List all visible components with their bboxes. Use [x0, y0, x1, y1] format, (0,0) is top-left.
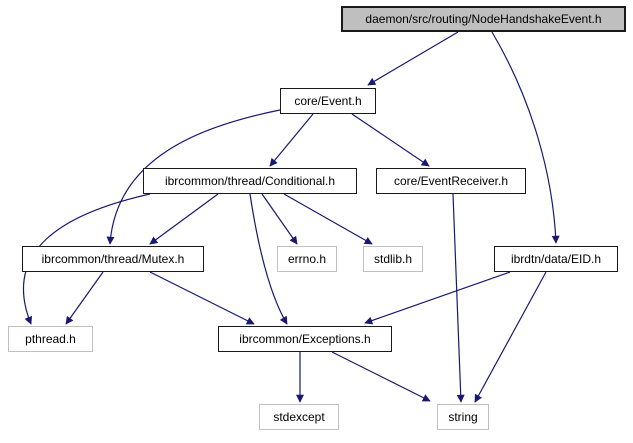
graph-node-event-receiver[interactable]: core/EventReceiver.h [376, 168, 526, 194]
edge-eid-to-string [474, 271, 547, 403]
edge-nhe-to-eid [491, 31, 560, 244]
edge-mutex-to-pthread [65, 271, 104, 325]
edge-conditional-to-pthread [22, 193, 151, 325]
graph-node-node-handshake-event: daemon/src/routing/NodeHandshakeEvent.h [341, 6, 626, 32]
graph-node-errno: errno.h [277, 246, 337, 272]
graph-node-string: string [437, 404, 489, 430]
graph-node-pthread: pthread.h [8, 326, 93, 352]
graph-node-eid[interactable]: ibrdtn/data/EID.h [494, 246, 618, 272]
graph-node-mutex[interactable]: ibrcommon/thread/Mutex.h [22, 246, 204, 272]
graph-node-core-event[interactable]: core/Event.h [280, 88, 376, 114]
graph-node-exceptions[interactable]: ibrcommon/Exceptions.h [218, 326, 392, 352]
edge-event-receiver-to-string [452, 193, 465, 403]
edge-core-event-to-conditional [269, 113, 314, 167]
edge-mutex-to-exceptions [149, 271, 255, 325]
edge-conditional-to-exceptions [249, 193, 288, 325]
edge-nhe-to-core-event [367, 31, 459, 86]
edge-eid-to-exceptions [364, 271, 511, 325]
graph-node-stdexcept: stdexcept [259, 404, 339, 430]
graph-node-conditional[interactable]: ibrcommon/thread/Conditional.h [143, 168, 357, 194]
edge-core-event-to-mutex [106, 109, 281, 245]
edge-conditional-to-stdlib [283, 193, 373, 245]
edge-exceptions-to-string [331, 351, 431, 402]
graph-node-stdlib: stdlib.h [363, 246, 423, 272]
edge-core-event-to-event-receiver [351, 113, 430, 167]
edge-conditional-to-errno [261, 193, 298, 245]
edge-conditional-to-mutex [149, 193, 219, 245]
